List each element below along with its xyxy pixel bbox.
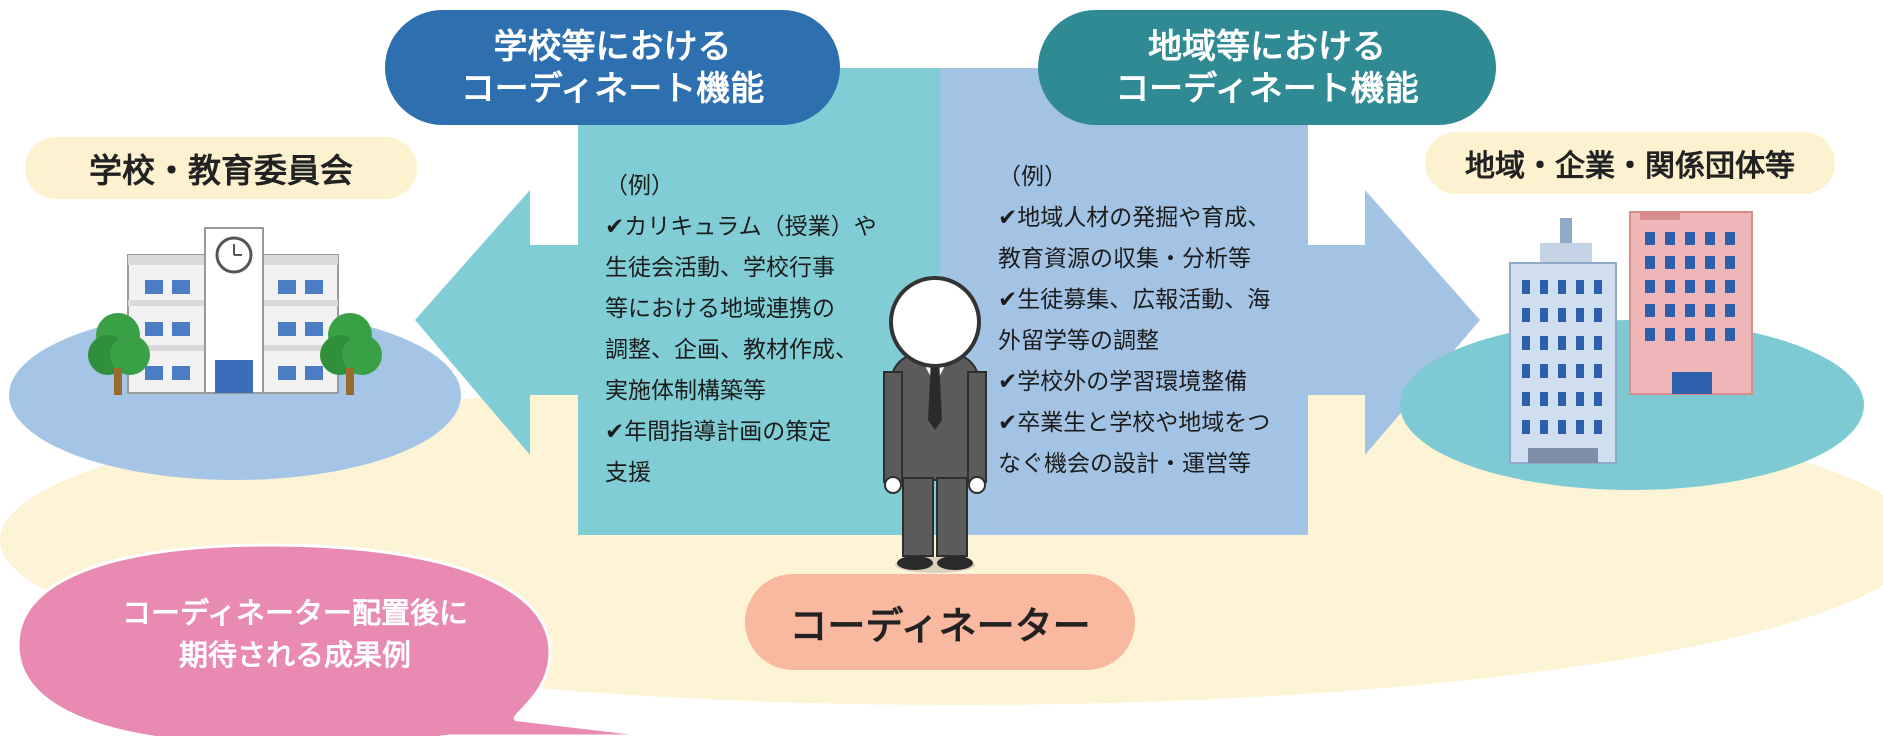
coordinator-label: コーディネーター xyxy=(745,574,1135,670)
community-function-title-line2: コーディネート機能 xyxy=(1115,68,1419,109)
community-function-title: 地域等における コーディネート機能 xyxy=(1038,10,1496,125)
school-function-title-line2: コーディネート機能 xyxy=(460,68,765,109)
community-entity-label: 地域・企業・関係団体等 xyxy=(1425,132,1835,194)
school-function-title: 学校等における コーディネート機能 xyxy=(385,10,840,125)
office-buildings-icon xyxy=(1509,211,1753,464)
results-bubble-line2: 期待される成果例 xyxy=(178,638,411,672)
left-arrow xyxy=(415,190,578,455)
school-function-title-line1: 学校等における xyxy=(493,26,732,67)
results-bubble-shape xyxy=(16,543,656,736)
school-function-examples: （例） ✔カリキュラム（授業）や 生徒会活動、学校行事 等における地域連携の 調… xyxy=(605,173,877,486)
community-function-panel xyxy=(940,68,1308,535)
right-arrow xyxy=(1305,190,1480,455)
community-function-examples: （例） ✔地域人材の発掘や育成、 教育資源の収集・分析等 ✔生徒募集、広報活動、… xyxy=(998,164,1271,477)
community-function-title-line1: 地域等における xyxy=(1148,26,1386,67)
results-bubble-text: コーディネーター配置後に 期待される成果例 xyxy=(80,592,510,676)
school-building-icon xyxy=(88,227,382,395)
results-bubble-line1: コーディネーター配置後に xyxy=(122,596,468,630)
school-function-panel xyxy=(578,68,940,535)
school-entity-label: 学校・教育委員会 xyxy=(25,137,417,199)
businessperson-icon xyxy=(883,276,987,573)
